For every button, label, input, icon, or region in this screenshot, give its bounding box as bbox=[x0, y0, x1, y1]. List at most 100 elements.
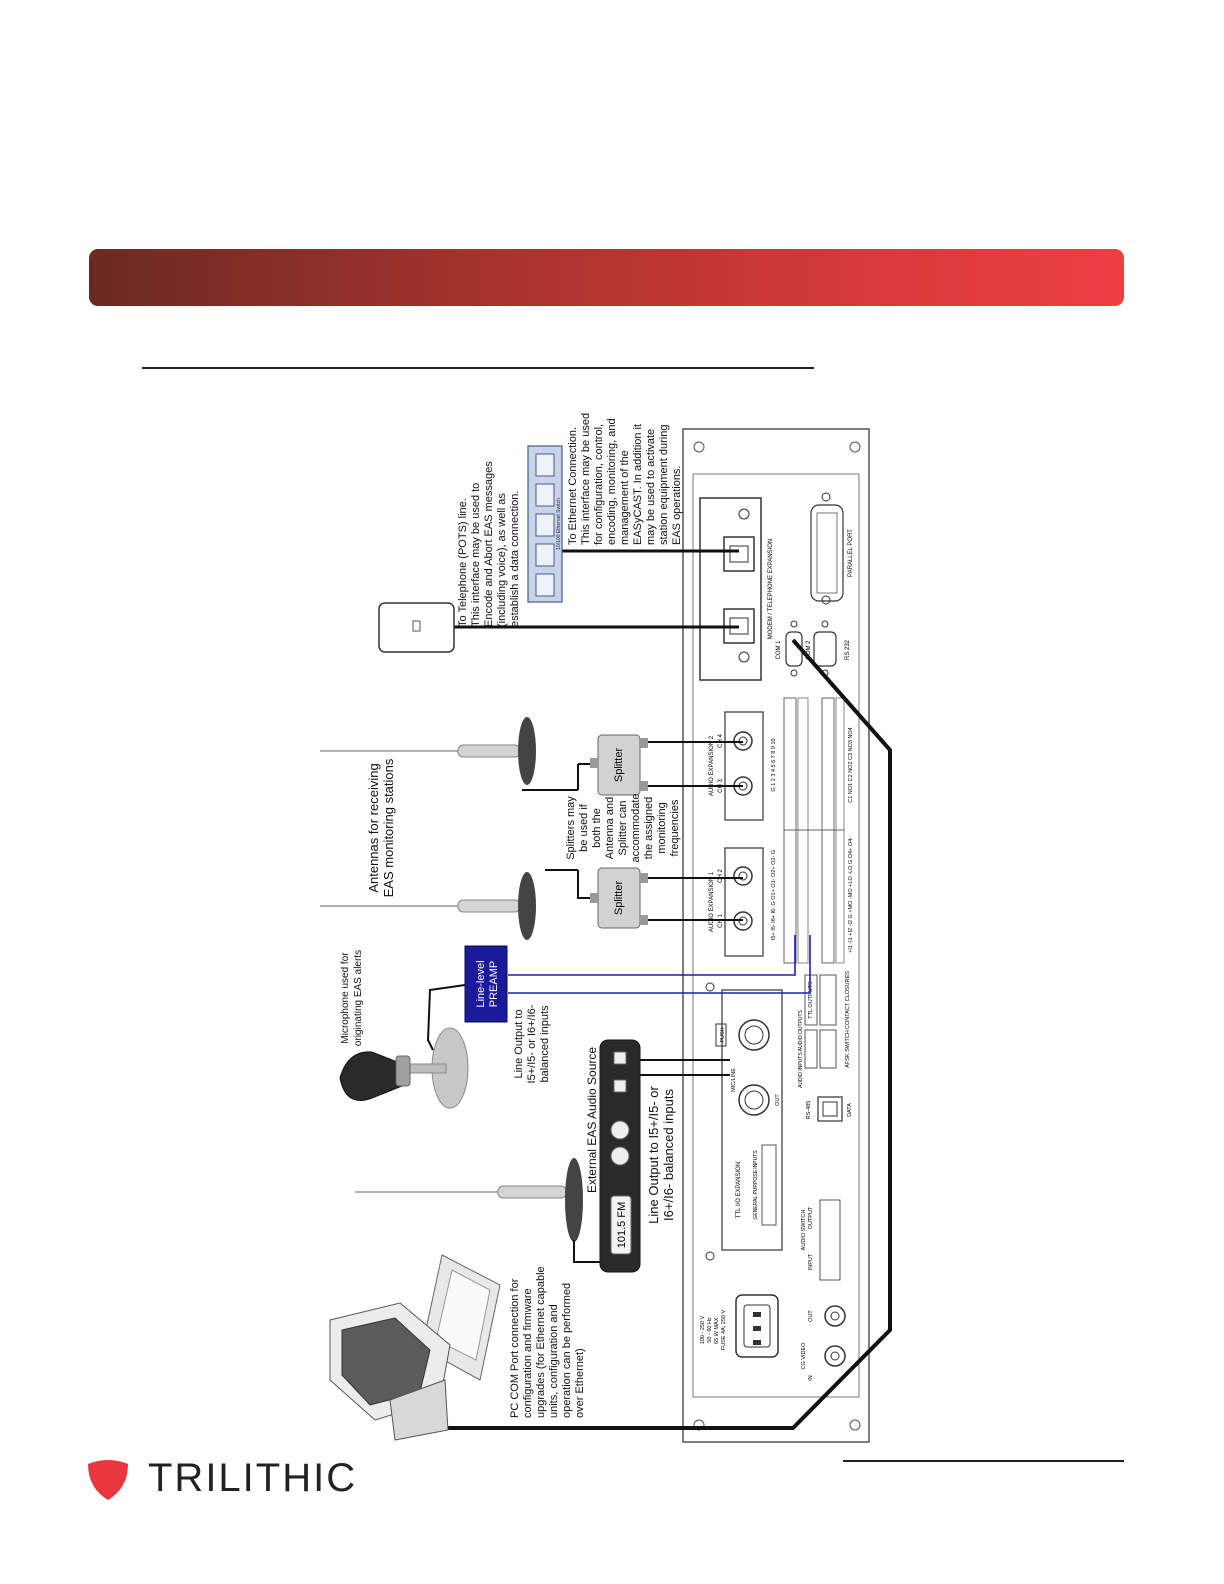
terminal-row-d: C1 NO1 C2 NO2 C3 NO3 NO4 bbox=[848, 727, 854, 803]
antenna-2-icon bbox=[320, 872, 536, 940]
svg-text:be used if: be used if bbox=[578, 803, 590, 852]
preamp-label-2: PREAMP bbox=[488, 961, 500, 1007]
cg-video-label: CG VIDEO bbox=[801, 1342, 807, 1370]
splitter-1-label: Splitter bbox=[613, 748, 625, 783]
power-inlet: 100 - 250 V 50 - 60 Hz 65 W MAX. FUSE 4A… bbox=[700, 1294, 779, 1358]
gp-inputs-label: GENERAL PURPOSE INPUTS bbox=[753, 1150, 759, 1220]
cg-in-label: IN bbox=[808, 1375, 814, 1381]
audio-switch-output-label: OUTPUT bbox=[808, 1206, 814, 1229]
telephone-label: To Telephone (POTS) line. This interface… bbox=[457, 461, 521, 627]
svg-text:encoding, monitoring, and: encoding, monitoring, and bbox=[606, 418, 618, 545]
audio-switch-label: AUDIO SWITCH bbox=[801, 1210, 807, 1251]
data-label: DATA bbox=[847, 1103, 853, 1117]
svg-text:Microphone used for: Microphone used for bbox=[340, 952, 351, 1044]
splitter-2: Splitter bbox=[590, 867, 648, 929]
ttl-io-expansion: PUSH MIC/LINE OUT TTL I/O EXPANSION GENE… bbox=[705, 982, 783, 1261]
xlr-out-label: OUT bbox=[775, 1094, 781, 1106]
cg-video-in-connector[interactable] bbox=[824, 1345, 846, 1367]
svg-text:To Telephone (POTS) line.: To Telephone (POTS) line. bbox=[457, 498, 469, 627]
svg-text:upgrades (for Ethernet capable: upgrades (for Ethernet capable bbox=[535, 1266, 547, 1418]
svg-text:may be used to activate: may be used to activate bbox=[645, 429, 657, 545]
ch2-label: CH 2 bbox=[718, 869, 724, 883]
rs232-label: RS 232 bbox=[845, 639, 851, 660]
cables bbox=[419, 549, 892, 1430]
splitter-1: Splitter bbox=[590, 734, 648, 796]
svg-text:units, configuration and: units, configuration and bbox=[548, 1304, 560, 1418]
push-label: PUSH bbox=[720, 1027, 726, 1042]
audio-output-label: Line Output to I5+/I5- or I6+/I6- balanc… bbox=[646, 1085, 676, 1223]
svg-text:To Ethernet Connection.: To Ethernet Connection. bbox=[567, 427, 579, 545]
power-rating-1: 100 - 250 V bbox=[700, 1315, 706, 1344]
svg-text:(including voice), as well as: (including voice), as well as bbox=[496, 493, 508, 627]
cg-video-out-connector[interactable] bbox=[824, 1305, 846, 1327]
telephone-wall-jack bbox=[378, 602, 455, 653]
preamp-label-1: Line-level bbox=[475, 960, 487, 1007]
contact-closures-label: CONTACT CLOSURES bbox=[845, 971, 851, 1029]
svg-text:configuration and firmware: configuration and firmware bbox=[522, 1288, 534, 1418]
svg-text:EAS operations.: EAS operations. bbox=[671, 466, 683, 546]
rs485-label: RS-485 bbox=[806, 1101, 812, 1120]
ethernet-switch: 10/100 Ethernet Switch bbox=[527, 445, 563, 603]
mic-line-xlr-input[interactable] bbox=[738, 1019, 770, 1051]
xlr-output[interactable] bbox=[738, 1084, 770, 1116]
svg-text:PC COM Port connection for: PC COM Port connection for bbox=[509, 1278, 521, 1418]
ch2-connector[interactable] bbox=[733, 866, 753, 886]
audio-source-display: 101.5 FM bbox=[616, 1202, 628, 1248]
audio-exp2-label: AUDIO EXPANSION 2 bbox=[709, 735, 715, 796]
ethernet-label: To Ethernet Connection. This interface m… bbox=[567, 413, 683, 545]
svg-text:accommodate: accommodate bbox=[630, 793, 642, 862]
com1-label: COM 1 bbox=[776, 640, 782, 660]
terminal-blocks: I5+ I5- I6+ I6- G O1+ O1- O2+ O2- G G 1 … bbox=[771, 697, 854, 964]
preamp-output-label: Line Output to I5+/I5- or I6+/I6- balanc… bbox=[513, 1004, 551, 1083]
svg-text:EAS monitoring stations: EAS monitoring stations bbox=[381, 758, 396, 897]
afsk-switch-label: AFSK SWITCH bbox=[845, 1030, 851, 1068]
power-rating-2: 50 - 60 Hz bbox=[707, 1317, 713, 1343]
ttl-contact-block: TTL OUTPUTS CONTACT CLOSURES AUDIO INPUT… bbox=[798, 971, 851, 1088]
parallel-port[interactable]: PARALLEL PORT bbox=[810, 492, 854, 605]
svg-text:monitoring: monitoring bbox=[656, 802, 668, 853]
svg-text:I5+/I5- or I6+/I6-: I5+/I5- or I6+/I6- bbox=[526, 1004, 538, 1083]
parallel-port-label: PARALLEL PORT bbox=[848, 529, 854, 577]
audio-switch-block: AUDIO SWITCH INPUT OUTPUT bbox=[801, 1199, 841, 1281]
svg-text:Splitters may: Splitters may bbox=[565, 796, 577, 860]
svg-text:I6+/I6- balanced inputs: I6+/I6- balanced inputs bbox=[661, 1089, 676, 1221]
external-eas-audio-source: 101.5 FM bbox=[355, 1039, 641, 1273]
svg-text:operation can be performed: operation can be performed bbox=[561, 1283, 573, 1418]
svg-text:Encode and Abort EAS messages: Encode and Abort EAS messages bbox=[483, 461, 495, 627]
audio-switch-input-label: INPUT bbox=[808, 1253, 814, 1270]
terminal-row-c: G 1 2 3 4 5 6 7 8 9 10 bbox=[771, 738, 777, 791]
antennas-label: Antennas for receiving EAS monitoring st… bbox=[366, 758, 396, 897]
svg-text:both the: both the bbox=[591, 808, 603, 848]
svg-text:the assigned: the assigned bbox=[643, 797, 655, 859]
com2-port[interactable]: COM 2 RS 232 bbox=[806, 620, 851, 677]
svg-text:This interface may be used to: This interface may be used to bbox=[470, 483, 482, 627]
svg-text:over Ethernet): over Ethernet) bbox=[574, 1348, 586, 1418]
audio-exp1-label: AUDIO EXPANSION 1 bbox=[709, 871, 715, 932]
svg-text:establish a data connection.: establish a data connection. bbox=[509, 491, 521, 627]
pc-label: PC COM Port connection for configuration… bbox=[509, 1266, 586, 1418]
audio-io-label: AUDIO INPUTS AUDIO OUTPUTS bbox=[798, 1009, 804, 1087]
rs485-data-port[interactable]: RS-485 DATA bbox=[806, 1096, 853, 1122]
svg-text:Line Output to I5+/I5- or: Line Output to I5+/I5- or bbox=[646, 1085, 661, 1223]
svg-text:Splitter can: Splitter can bbox=[617, 800, 629, 855]
svg-text:station equipment during: station equipment during bbox=[658, 425, 670, 545]
brand-logo-text: TRILITHIC bbox=[148, 1456, 358, 1500]
rear-panel: MODEM / TELEPHONE EXPANSION PARALLEL POR… bbox=[682, 428, 870, 1443]
ethernet-switch-label: 10/100 Ethernet Switch bbox=[556, 498, 562, 550]
svg-text:frequencies: frequencies bbox=[669, 799, 681, 856]
terminal-row-b: +I1 -I1 +I2 -I2 G +MO -MO +LO -LO G O4+ … bbox=[848, 837, 854, 953]
mic-line-label: MIC/LINE bbox=[731, 1068, 737, 1092]
splitter-2-label: Splitter bbox=[613, 881, 625, 916]
ch4-label: CH 4 bbox=[718, 734, 724, 748]
svg-text:originating EAS alerts: originating EAS alerts bbox=[353, 950, 364, 1046]
splitters-note: Splitters may be used if both the Antenn… bbox=[565, 793, 681, 862]
microphone-icon bbox=[339, 1027, 469, 1109]
antenna-1-icon bbox=[320, 717, 536, 785]
svg-text:Antenna and: Antenna and bbox=[604, 797, 616, 859]
audio-source-label: External EAS Audio Source bbox=[585, 1047, 599, 1193]
terminal-row-a: I5+ I5- I6+ I6- G O1+ O1- O2+ O2- G bbox=[771, 850, 777, 940]
cg-out-label: OUT bbox=[808, 1310, 814, 1322]
modem-expansion-label: MODEM / TELEPHONE EXPANSION bbox=[768, 539, 774, 639]
ttl-outputs-label: TTL OUTPUTS bbox=[808, 981, 814, 1019]
